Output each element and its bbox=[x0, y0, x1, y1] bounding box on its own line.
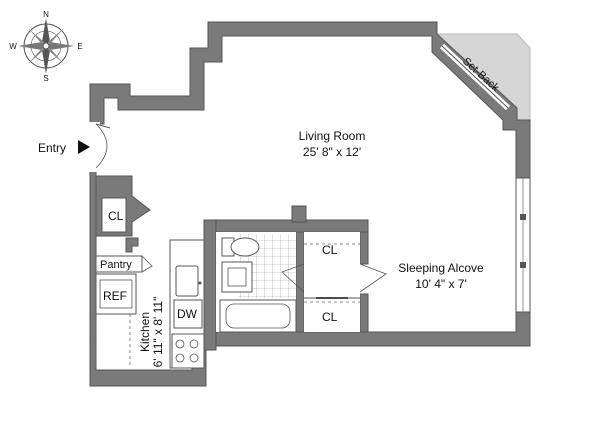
closet-door-east bbox=[359, 263, 387, 293]
entry-door-swing bbox=[95, 123, 108, 169]
pantry-label: Pantry bbox=[100, 259, 132, 271]
pantry bbox=[95, 255, 143, 273]
kitchen-east-wall bbox=[203, 219, 217, 351]
kitchen-label: Kitchen bbox=[138, 312, 152, 352]
pantry-door bbox=[141, 255, 153, 273]
closet-door-west bbox=[281, 263, 305, 293]
closet-east-wall-top bbox=[359, 231, 369, 265]
stove-icon bbox=[171, 333, 205, 369]
ref-label: REF bbox=[103, 289, 127, 303]
setback-window bbox=[439, 43, 511, 111]
dishwasher bbox=[173, 299, 203, 329]
bathtub bbox=[219, 299, 297, 333]
entry-closet-wall bbox=[95, 175, 151, 237]
bathroom-sink bbox=[221, 261, 253, 293]
kitchen-sink bbox=[175, 265, 199, 297]
compass-s: S bbox=[43, 74, 48, 83]
living-room-dims: 25' 8" x 12' bbox=[303, 145, 361, 159]
outer-walls bbox=[89, 21, 531, 387]
bath-top-wall bbox=[203, 219, 369, 233]
cl-lower-label: CL bbox=[322, 310, 338, 324]
closet-east-wall-bottom bbox=[359, 293, 369, 333]
cl-entry-label: CL bbox=[108, 209, 124, 223]
cl-upper-label: CL bbox=[322, 243, 338, 257]
compass-w: W bbox=[9, 42, 17, 51]
compass-e: E bbox=[77, 42, 82, 51]
bath-kitchen-wall bbox=[125, 237, 139, 253]
bath-east-wall bbox=[295, 231, 305, 333]
compass-rose: N S E W bbox=[9, 10, 82, 83]
toilet-icon bbox=[221, 237, 260, 257]
kitchen-dims: 6' 11" x 8' 11" bbox=[151, 297, 165, 368]
refrigerator bbox=[95, 273, 137, 315]
compass-n: N bbox=[43, 10, 49, 19]
column bbox=[291, 205, 307, 223]
entry-arrow-icon bbox=[78, 140, 90, 154]
living-room-label: Living Room bbox=[299, 129, 366, 143]
sleeping-alcove-dims: 10' 4" x 7' bbox=[415, 277, 467, 291]
sleeping-alcove-label: Sleeping Alcove bbox=[398, 261, 484, 275]
entry-label: Entry bbox=[38, 141, 66, 155]
dw-label: DW bbox=[177, 307, 198, 321]
